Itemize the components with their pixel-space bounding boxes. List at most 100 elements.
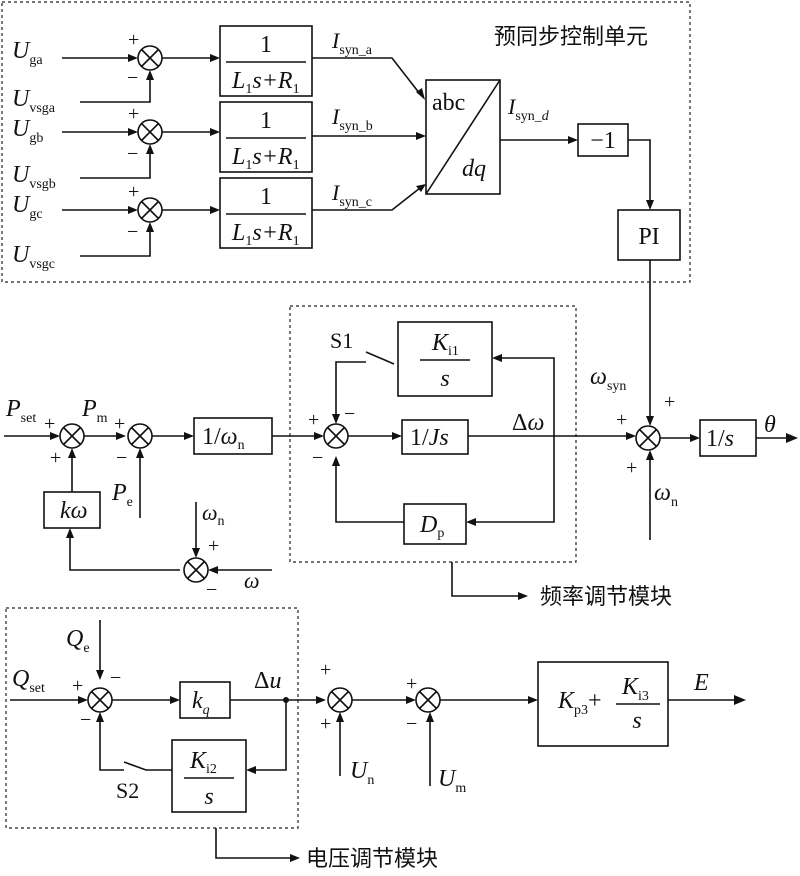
k-omega-label: kω bbox=[60, 498, 88, 524]
delta-u-label: Δu bbox=[254, 668, 281, 694]
arrowhead bbox=[786, 433, 798, 443]
dp-label: Dp bbox=[419, 512, 444, 541]
sign-minus: − bbox=[406, 713, 417, 735]
dp-damping-block: Dp bbox=[403, 503, 467, 545]
wire bbox=[628, 139, 651, 202]
arrowhead bbox=[314, 432, 324, 440]
current-label-b: Isyn_b bbox=[331, 104, 373, 134]
tf-denominator: L1s+R1 bbox=[231, 144, 300, 173]
arrowhead bbox=[492, 354, 502, 362]
e-output-label: E bbox=[693, 670, 709, 696]
arrowhead bbox=[210, 54, 220, 62]
volt-module-boundary bbox=[5, 607, 299, 829]
tf-block-b: 1 L1s+R1 bbox=[219, 101, 313, 173]
arrowhead bbox=[734, 695, 746, 705]
qe-label: Qe bbox=[66, 626, 90, 656]
arrowhead bbox=[290, 854, 300, 862]
tf-denominator: L1s+R1 bbox=[231, 68, 300, 97]
arrowhead bbox=[528, 696, 538, 704]
arrowhead bbox=[646, 416, 654, 426]
um-label: Um bbox=[438, 766, 466, 796]
arrowhead bbox=[332, 456, 340, 466]
pset-label: Pset bbox=[5, 396, 36, 426]
sign-plus: + bbox=[664, 391, 675, 413]
arrowhead bbox=[184, 432, 194, 440]
wire-isyn-a bbox=[312, 57, 421, 95]
arrowhead bbox=[128, 54, 138, 62]
wire bbox=[335, 464, 404, 523]
wire bbox=[99, 720, 124, 771]
k-omega-block: kω bbox=[43, 491, 101, 529]
ki2-integral-block: Ki2 s bbox=[171, 739, 247, 813]
arrowhead bbox=[416, 88, 425, 100]
sign-plus: + bbox=[320, 659, 331, 681]
wire-uvsga bbox=[80, 78, 151, 103]
current-label-a: Isyn_a bbox=[331, 28, 373, 58]
ki2-numerator: Ki2 bbox=[189, 748, 217, 777]
sign-minus: − bbox=[127, 67, 138, 89]
arrowhead bbox=[316, 696, 326, 704]
omega-syn-label: ωsyn bbox=[590, 364, 626, 394]
integrator-block: 1/s bbox=[699, 419, 757, 457]
pm-label: Pm bbox=[81, 396, 108, 426]
ki1-integral-block: Ki1 s bbox=[397, 321, 493, 397]
arrowhead bbox=[210, 206, 220, 214]
freq-module-boundary bbox=[289, 305, 577, 563]
pe-label: Pe bbox=[111, 480, 133, 510]
sign-plus: + bbox=[114, 413, 125, 435]
negation-label: −1 bbox=[590, 128, 616, 154]
presync-unit-title: 预同步控制单元 bbox=[494, 25, 648, 50]
pi-voltage-block: Kp3+ Ki3 s bbox=[537, 661, 669, 747]
sum-junction-pe bbox=[127, 423, 153, 449]
arrowhead bbox=[426, 712, 434, 722]
wire bbox=[474, 436, 555, 523]
switch-s1-label: S1 bbox=[330, 328, 353, 353]
tf-denominator: L1s+R1 bbox=[231, 220, 300, 249]
pi-controller-block: PI bbox=[617, 209, 681, 261]
arrowhead bbox=[416, 184, 426, 192]
arrowhead bbox=[96, 670, 104, 680]
freq-module-label: 频率调节模块 bbox=[540, 585, 672, 610]
sign-plus: + bbox=[50, 447, 61, 469]
tf-block-a: 1 L1s+R1 bbox=[219, 25, 313, 97]
switch-s2[interactable] bbox=[123, 761, 172, 771]
abc-dq-transform-block: abc dq bbox=[425, 79, 501, 195]
arrowhead bbox=[246, 766, 256, 774]
presync-unit-boundary bbox=[1, 1, 691, 283]
wire bbox=[500, 357, 555, 436]
sign-minus: − bbox=[127, 221, 138, 243]
inverse-omega-n-label: 1/ωn bbox=[202, 424, 245, 453]
sign-minus: − bbox=[344, 403, 355, 425]
arrowhead bbox=[50, 432, 60, 440]
inverse-js-block: 1/Js bbox=[401, 419, 469, 455]
wire-uvsgc bbox=[80, 230, 151, 257]
transform-label-dq: dq bbox=[462, 156, 486, 182]
arrowhead bbox=[78, 696, 88, 704]
pi-voltage-kp: Kp3+ bbox=[557, 688, 602, 718]
input-label-uvsgb: Uvsgb bbox=[12, 162, 56, 192]
switch-s2-label: S2 bbox=[116, 778, 139, 803]
arrowhead bbox=[170, 696, 180, 704]
arrowhead bbox=[568, 136, 578, 144]
delta-omega-label: Δω bbox=[512, 410, 544, 436]
arrowhead bbox=[392, 432, 402, 440]
un-label: Un bbox=[350, 758, 374, 788]
sum-junction-a bbox=[137, 45, 163, 71]
arrowhead bbox=[416, 132, 426, 140]
arrowhead bbox=[208, 566, 218, 574]
sign-plus: + bbox=[320, 713, 331, 735]
ki1-numerator: Ki1 bbox=[431, 330, 459, 359]
transform-label-abc: abc bbox=[432, 90, 465, 116]
switch-s1[interactable] bbox=[365, 351, 395, 365]
current-label-d: Isyn_d bbox=[507, 94, 550, 124]
arrowhead bbox=[466, 518, 476, 526]
wire bbox=[254, 700, 287, 771]
sign-minus: − bbox=[206, 579, 217, 601]
arrowhead bbox=[210, 128, 220, 136]
sign-minus: − bbox=[80, 709, 91, 731]
integrator-label: 1/s bbox=[706, 426, 734, 452]
wire-leader bbox=[451, 562, 520, 597]
sum-junction-omega bbox=[183, 557, 209, 583]
tf-numerator: 1 bbox=[260, 184, 272, 210]
